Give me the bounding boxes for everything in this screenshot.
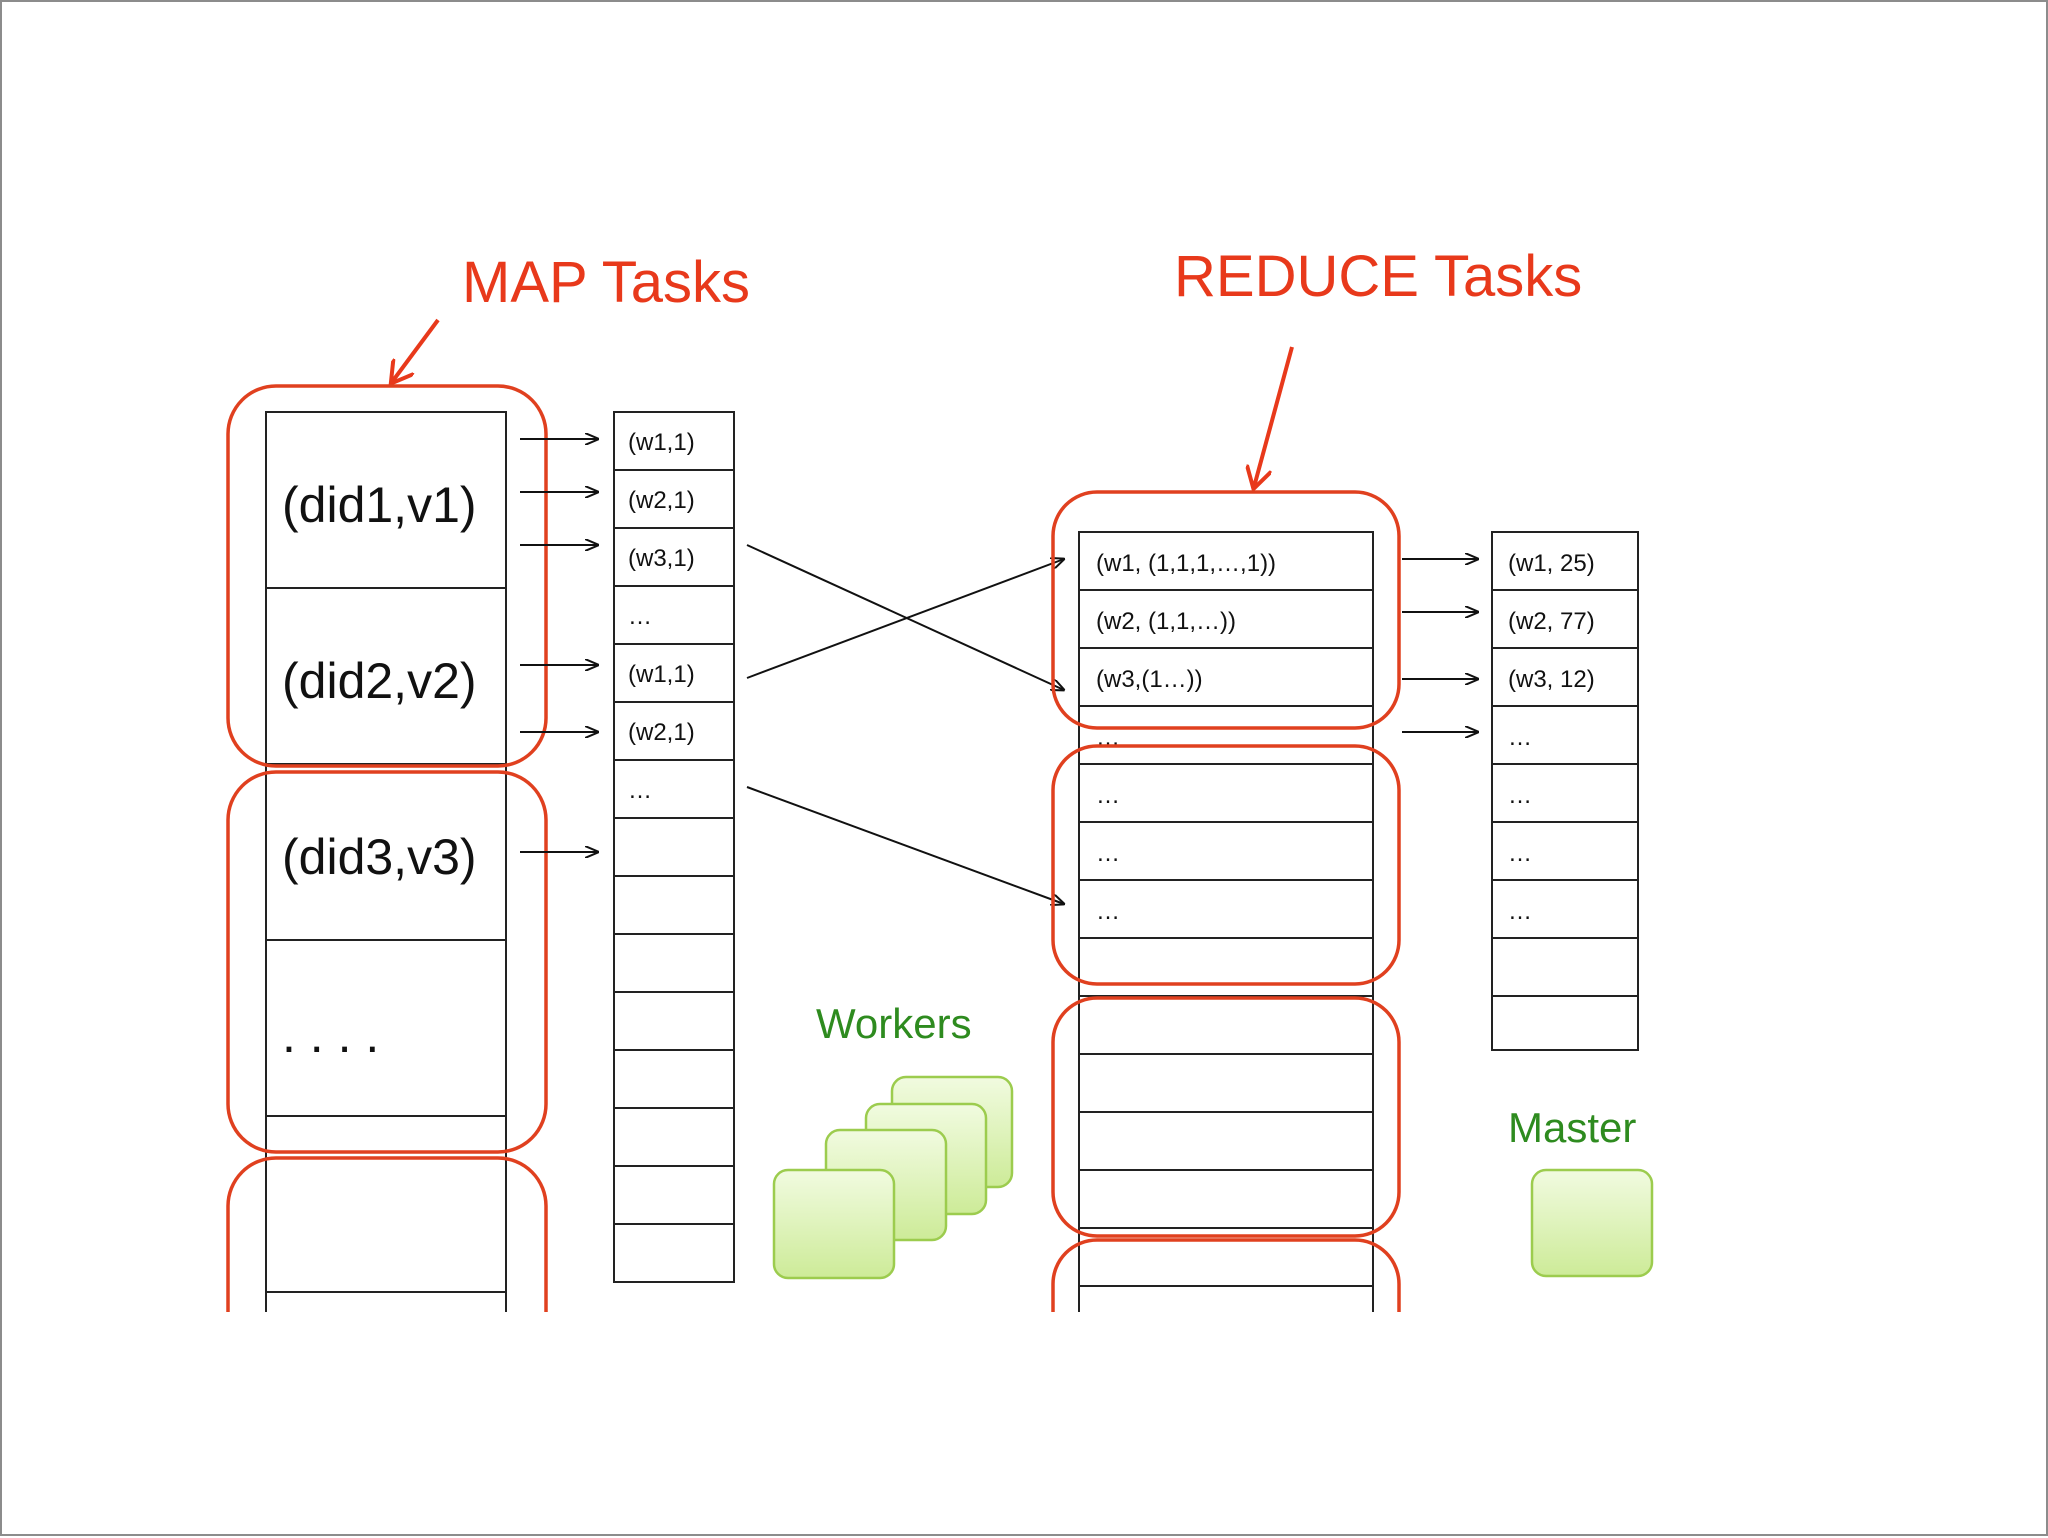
reduce-output-cell <box>1491 821 1639 881</box>
reduce-task-outline <box>1051 1238 1401 1312</box>
reduce-input-text: (w3,(1…)) <box>1096 666 1203 693</box>
master-label: Master <box>1508 1104 1636 1151</box>
reduce-input-cell <box>1078 879 1374 939</box>
document-label: (did3,v3) <box>282 829 477 885</box>
map-task-outline <box>226 384 548 768</box>
shuffle-arrow <box>746 559 1064 679</box>
reduce-input-text: (w1, (1,1,1,…,1)) <box>1096 550 1276 577</box>
document-cell <box>265 1115 507 1293</box>
reduce-tasks-pointer-arrow <box>1254 346 1294 487</box>
reduce-output-cell <box>1491 937 1639 997</box>
map-output-text: … <box>628 603 652 630</box>
reduce-output-column: (w1, 25) (w2, 77) (w3, 12) … … … … <box>1491 531 1639 1051</box>
map-output-text: (w2,1) <box>628 719 695 746</box>
reduce-output-text: (w2, 77) <box>1508 608 1595 635</box>
map-task-outline <box>226 770 548 1154</box>
reduce-input-cell <box>1078 821 1374 881</box>
reduce-output-cell <box>1491 647 1639 707</box>
map-task-outline <box>226 1156 548 1312</box>
reduce-input-cell <box>1078 1053 1374 1113</box>
reduce-input-cell <box>1078 937 1374 997</box>
map-output-cell <box>613 991 735 1051</box>
reduce-input-cell <box>1078 531 1374 591</box>
master-node <box>1530 1168 1654 1278</box>
document-cell <box>265 1291 507 1312</box>
shuffle-arrow <box>746 786 1064 904</box>
reduce-input-cell <box>1078 1285 1374 1312</box>
reduce-input-text: (w2, (1,1,…)) <box>1096 608 1236 635</box>
reduce-output-text: (w1, 25) <box>1508 550 1595 577</box>
document-label: (did1,v1) <box>282 477 477 533</box>
map-output-cell <box>613 643 735 703</box>
map-tasks-pointer-arrow <box>392 318 440 382</box>
reduce-input-cell <box>1078 763 1374 823</box>
reduce-output-cell <box>1491 879 1639 939</box>
reduce-output-cell <box>1491 995 1639 1051</box>
reduce-output-text: … <box>1508 840 1532 867</box>
workers-label: Workers <box>816 1000 972 1047</box>
document-cell <box>265 939 507 1117</box>
map-output-column: (w1,1) (w2,1) (w3,1) … (w1,1) (w2,1) … <box>613 411 735 1283</box>
document-cell <box>265 587 507 765</box>
map-output-cell <box>613 1165 735 1225</box>
reduce-output-text: … <box>1508 898 1532 925</box>
reduce-input-cell <box>1078 589 1374 649</box>
map-output-cell <box>613 817 735 877</box>
worker-node <box>772 1168 896 1280</box>
document-cell <box>265 763 507 941</box>
reduce-input-cell <box>1078 705 1374 765</box>
reduce-input-cell <box>1078 995 1374 1055</box>
reduce-output-text: (w3, 12) <box>1508 666 1595 693</box>
document-label: . . . . <box>282 1007 379 1063</box>
map-output-cell <box>613 701 735 761</box>
documents-column: (did1,v1) (did2,v2) (did3,v3) . . . . <box>265 411 507 1312</box>
map-output-text: (w1,1) <box>628 661 695 688</box>
map-output-cell <box>613 875 735 935</box>
reduce-output-cell <box>1491 531 1639 591</box>
map-output-cell <box>613 527 735 587</box>
map-output-text: (w3,1) <box>628 545 695 572</box>
reduce-input-text: … <box>1096 840 1120 867</box>
reduce-task-outline <box>1051 996 1401 1238</box>
reduce-output-text: … <box>1508 724 1532 751</box>
reduce-input-cell <box>1078 1111 1374 1171</box>
map-output-text: (w2,1) <box>628 487 695 514</box>
reduce-output-cell <box>1491 705 1639 765</box>
reduce-task-outline <box>1051 744 1401 986</box>
reduce-output-text: … <box>1508 782 1532 809</box>
reduce-input-cell <box>1078 647 1374 707</box>
reduce-input-cell <box>1078 1169 1374 1229</box>
map-output-text: (w1,1) <box>628 429 695 456</box>
reduce-input-text: … <box>1096 898 1120 925</box>
map-output-cell <box>613 585 735 645</box>
map-output-text: … <box>628 777 652 804</box>
map-output-cell <box>613 1223 735 1283</box>
document-label: (did2,v2) <box>282 653 477 709</box>
worker-nodes <box>772 1075 1014 1280</box>
reduce-input-column: (w1, (1,1,1,…,1)) (w2, (1,1,…)) (w3,(1…)… <box>1078 531 1374 1312</box>
map-output-cell <box>613 1049 735 1109</box>
map-output-cell <box>613 933 735 993</box>
map-output-cell <box>613 1107 735 1167</box>
map-tasks-label: MAP Tasks <box>462 250 750 315</box>
reduce-input-text: … <box>1096 782 1120 809</box>
document-cell <box>265 411 507 589</box>
reduce-task-outline <box>1051 490 1401 730</box>
reduce-output-cell <box>1491 763 1639 823</box>
reduce-tasks-label: REDUCE Tasks <box>1174 244 1582 309</box>
